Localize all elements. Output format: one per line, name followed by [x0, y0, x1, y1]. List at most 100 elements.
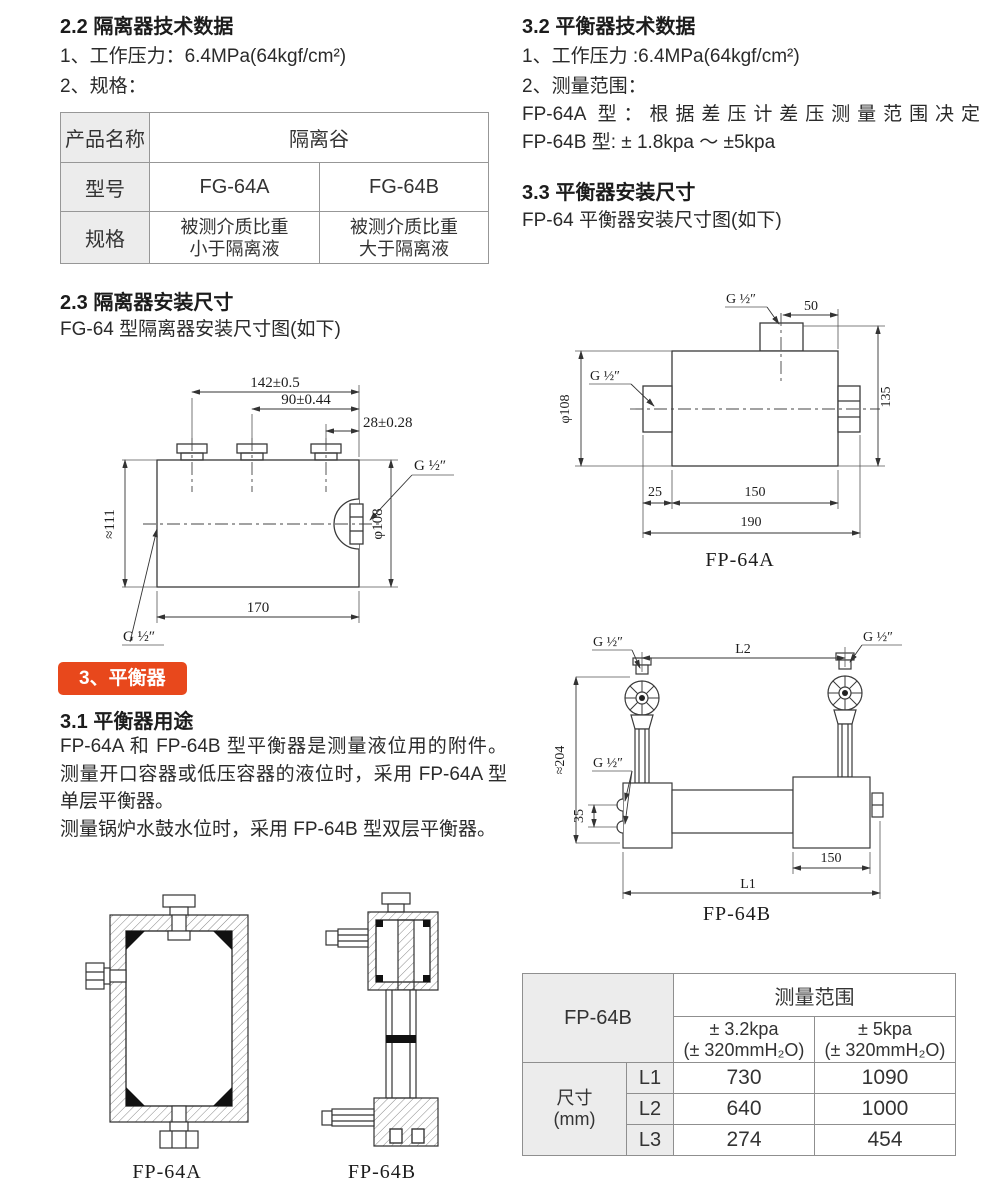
dim-g12-left-a: G ½″ — [590, 369, 620, 384]
dim-g12-tr: G ½″ — [863, 630, 893, 645]
dim-150-a: 150 — [745, 485, 766, 500]
size-table-dim-label: 尺寸 (mm) — [522, 1062, 627, 1156]
dim-g12-bottom: G ½″ — [123, 629, 155, 645]
heading-2-3: 2.3 隔离器安装尺寸 — [60, 292, 234, 314]
dim-g12-tl: G ½″ — [593, 635, 623, 650]
col1-kpa: ± 3.2kpa — [709, 1018, 779, 1039]
fp64b-cross-section — [321, 892, 439, 1147]
caption-fp64b-dim: FP-64B — [702, 903, 772, 925]
spec-product-label: 产品名称 — [60, 112, 150, 163]
dim-111: ≈111 — [102, 509, 118, 539]
heading-3-2: 3.2 平衡器技术数据 — [522, 16, 696, 38]
fp64a-top-port — [759, 322, 804, 352]
fp64a-cross-section — [85, 894, 249, 1149]
fp64b-bottom-stub — [321, 1108, 375, 1127]
row-l2-v1: 640 — [673, 1093, 815, 1125]
dim-label-line2: (mm) — [553, 1109, 596, 1129]
dim-142: 142±0.5 — [250, 375, 299, 391]
fp64b-top-stub — [325, 928, 369, 948]
size-table-col1-header: ± 3.2kpa (± 320mmH₂O) — [673, 1016, 815, 1063]
fg64-side-port — [333, 498, 364, 550]
fg64-drawing-intro: FG-64 型隔离器安装尺寸图(如下) — [60, 319, 341, 340]
dim-170: 170 — [247, 600, 270, 616]
spec-b-line1: 被测介质比重 — [350, 216, 458, 237]
row-l1-label: L1 — [626, 1062, 674, 1094]
dim-35: 35 — [572, 809, 587, 823]
dim-l2: L2 — [735, 642, 751, 657]
dim-25: 25 — [648, 485, 662, 500]
dim-g12-top-a: G ½″ — [726, 292, 756, 307]
range-fp64b-line: FP-64B 型: ± 1.8kpa ～ ±5kpa — [522, 132, 776, 153]
row-l3-v2: 454 — [814, 1124, 956, 1156]
fp64a-bottom-bolt — [159, 1105, 199, 1149]
row-l1-v1: 730 — [673, 1062, 815, 1094]
spec-spec-b: 被测介质比重 大于隔离液 — [319, 211, 489, 264]
dim-90: 90±0.44 — [281, 392, 331, 408]
spec-intro-line: 2、规格： — [60, 76, 147, 97]
fp64b-tube — [385, 989, 417, 1099]
size-table-col2-header: ± 5kpa (± 320mmH₂O) — [814, 1016, 956, 1063]
fg64-dimension-drawing: 142±0.5 90±0.44 28±0.28 G ½″ ≈111 φ108 1… — [102, 375, 454, 646]
fg64-body — [156, 459, 360, 588]
balancer-usage-p1: FP-64A 和 FP-64B 型平衡器是测量液位用的附件。测量开口容器或低压容… — [60, 736, 507, 812]
fp64a-side-port — [85, 962, 127, 990]
fp64b-top-bolt — [381, 892, 411, 913]
fp64b-tube — [671, 789, 794, 834]
spec-a-line2: 小于隔离液 — [189, 238, 280, 259]
row-l2-v2: 1000 — [814, 1093, 956, 1125]
col1-mmh2o: (± 320mmH₂O) — [683, 1039, 805, 1060]
dim-204: ≈204 — [553, 746, 568, 775]
fp64b-right-valve — [827, 652, 863, 778]
row-l1-v2: 1090 — [814, 1062, 956, 1094]
fp64b-left-block — [622, 782, 673, 849]
dim-190: 190 — [741, 515, 762, 530]
fp64b-size-table: FP-64B 测量范围 ± 3.2kpa (± 320mmH₂O) ± 5kpa… — [522, 973, 956, 1156]
caption-fp64a-cross: FP-64A — [132, 1161, 202, 1183]
row-l3-v1: 274 — [673, 1124, 815, 1156]
dim-28: 28±0.28 — [363, 415, 412, 431]
dim-50: 50 — [804, 299, 818, 314]
row-l2-label: L2 — [626, 1093, 674, 1125]
balancer-usage-p2: 测量锅炉水鼓水位时，采用 FP-64B 型双层平衡器。 — [60, 819, 496, 840]
spec-model-b: FG-64B — [319, 162, 489, 212]
caption-fp64a-dim: FP-64A — [705, 549, 775, 571]
fp64b-left-valve — [624, 657, 660, 784]
fp64a-dimension-drawing: G ½″ 50 G ½″ φ108 135 25 150 190 — [558, 292, 894, 538]
measure-range-label: 2、测量范围： — [522, 76, 647, 97]
work-pressure-line-isolator: 1、工作压力：6.4MPa(64kgf/cm²) — [60, 46, 347, 67]
spec-model-a: FG-64A — [149, 162, 320, 212]
range-fp64a-line: FP-64A 型：根据差压计差压测量范围决定 — [522, 104, 980, 125]
dim-108-a: φ108 — [558, 394, 573, 423]
dim-135: 135 — [879, 387, 894, 408]
spec-a-line1: 被测介质比重 — [180, 216, 289, 237]
size-table-range-header: 测量范围 — [673, 973, 956, 1017]
dim-150-b: 150 — [821, 851, 842, 866]
spec-spec-a: 被测介质比重 小于隔离液 — [149, 211, 320, 264]
col2-kpa: ± 5kpa — [858, 1018, 912, 1039]
size-table-corner: FP-64B — [522, 973, 674, 1063]
fp64b-right-nut — [871, 792, 884, 818]
col2-mmh2o: (± 320mmH₂O) — [824, 1039, 946, 1060]
caption-fp64b-cross: FP-64B — [347, 1161, 417, 1183]
fp64-cross-sections — [85, 892, 439, 1149]
heading-3-3: 3.3 平衡器安装尺寸 — [522, 182, 696, 204]
spec-product-value: 隔离谷 — [149, 112, 489, 163]
dim-g12-ml: G ½″ — [593, 756, 623, 771]
spec-spec-label: 规格 — [60, 211, 150, 264]
isolator-spec-table: 产品名称 隔离谷 型号 FG-64A FG-64B 规格 被测介质比重 小于隔离… — [60, 112, 489, 264]
heading-3-1: 3.1 平衡器用途 — [60, 711, 194, 733]
fp64b-dimension-drawing: G ½″ G ½″ L2 ≈204 G ½″ 35 150 L1 — [553, 630, 902, 899]
spec-b-line2: 大于隔离液 — [359, 238, 449, 259]
heading-2-2: 2.2 隔离器技术数据 — [60, 16, 234, 38]
fp64-drawing-intro: FP-64 平衡器安装尺寸图(如下) — [522, 210, 782, 231]
dim-g12-top: G ½″ — [414, 458, 446, 474]
spec-model-label: 型号 — [60, 162, 150, 212]
fp64b-right-block — [792, 776, 871, 849]
work-pressure-line-balancer: 1、工作压力 :6.4MPa(64kgf/cm²) — [522, 46, 800, 67]
dim-l1: L1 — [740, 877, 756, 892]
fp64a-top-bolt — [162, 894, 196, 941]
dim-label-line1: 尺寸 — [556, 1088, 593, 1108]
row-l3-label: L3 — [626, 1124, 674, 1156]
section-3-badge: 3、平衡器 — [58, 662, 187, 695]
